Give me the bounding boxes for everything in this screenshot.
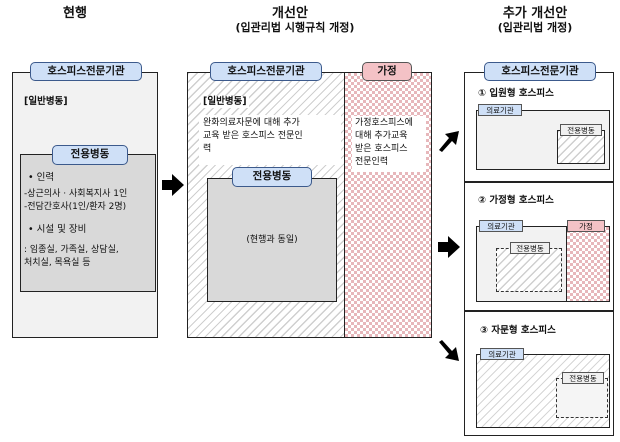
advisory-ward-tag: 전용병동 xyxy=(562,372,604,384)
divider-2 xyxy=(464,310,614,312)
revised-column-title: 개선안 xyxy=(272,6,308,21)
revised-home-tag: 가정 xyxy=(362,62,412,81)
current-dedicated-ward-box xyxy=(20,154,156,292)
revised-dedicated-ward-box xyxy=(207,178,337,302)
current-staff-heading: • 인력 xyxy=(28,172,55,183)
arrow-right-icon-2 xyxy=(438,236,460,258)
revised-home-line-3: 받은 호스피스 xyxy=(355,144,408,154)
revised-consult-note: 완화의료자문에 대해 추가 교육 받은 호스피스 전문인 력 xyxy=(199,115,341,165)
revised-home-line-1: 가정호스피스에 xyxy=(355,118,413,128)
revised-home-line-2: 대해 추가교육 xyxy=(355,131,408,141)
revised-consult-line-3: 력 xyxy=(203,144,212,154)
inpatient-ward-tag: 전용병동 xyxy=(560,124,602,136)
current-institution-tag: 호스피스전문기관 xyxy=(30,62,142,81)
home-home-tag: 가정 xyxy=(567,220,605,232)
revised-dedicated-ward-tag: 전용병동 xyxy=(232,167,312,187)
revised-same-as-current: (현행과 동일) xyxy=(246,235,298,245)
current-facility-heading: • 시설 및 장비 xyxy=(28,224,87,235)
current-dedicated-ward-tag: 전용병동 xyxy=(52,145,128,165)
revised-institution-tag: 호스피스전문기관 xyxy=(210,62,322,81)
advisory-title: ③ 자문형 호스피스 xyxy=(480,325,556,336)
arrow-up-right-icon xyxy=(439,131,459,152)
additional-column-subtitle: (입관리법 개정) xyxy=(497,21,573,34)
advisory-medical-tag: 의료기관 xyxy=(480,348,524,360)
divider-1 xyxy=(464,181,614,183)
revised-general-ward-label: [일반병동] xyxy=(201,96,249,108)
home-ward-box xyxy=(496,248,562,292)
revised-home-line-4: 전문인력 xyxy=(355,157,389,167)
advisory-ward-box xyxy=(556,378,608,418)
current-staff-line-1: -상근의사 · 사회복지사 1인 xyxy=(24,189,128,199)
current-general-ward-label: [일반병동] xyxy=(24,96,68,107)
arrow-down-right-icon xyxy=(439,340,459,361)
home-home-box xyxy=(566,226,610,302)
revised-column-subtitle: (입관리법 시행규칙 개정) xyxy=(235,21,355,34)
inpatient-medical-tag: 의료기관 xyxy=(478,104,522,116)
current-staff-line-2: -전담간호사(1인/환자 2명) xyxy=(24,202,127,212)
current-facility-line-2: 처치실, 목욕실 등 xyxy=(24,258,91,268)
additional-column-title: 추가 개선안 xyxy=(502,6,568,21)
additional-institution-tag: 호스피스전문기관 xyxy=(484,62,596,81)
home-ward-tag: 전용병동 xyxy=(510,242,550,254)
home-medical-tag: 의료기관 xyxy=(479,220,523,232)
current-facility-line-1: : 임종실, 가족실, 상담실, xyxy=(24,245,119,255)
revised-home-note: 가정호스피스에 대해 추가교육 받은 호스피스 전문인력 xyxy=(352,116,426,172)
arrow-right-icon xyxy=(162,174,184,196)
inpatient-title: ① 입원형 호스피스 xyxy=(478,88,554,99)
current-column-title: 현행 xyxy=(63,6,87,21)
revised-home-box xyxy=(344,72,432,338)
home-title: ② 가정형 호스피스 xyxy=(478,195,554,206)
revised-consult-line-1: 완화의료자문에 대해 추가 xyxy=(203,118,300,128)
revised-consult-line-2: 교육 받은 호스피스 전문인 xyxy=(203,131,303,141)
